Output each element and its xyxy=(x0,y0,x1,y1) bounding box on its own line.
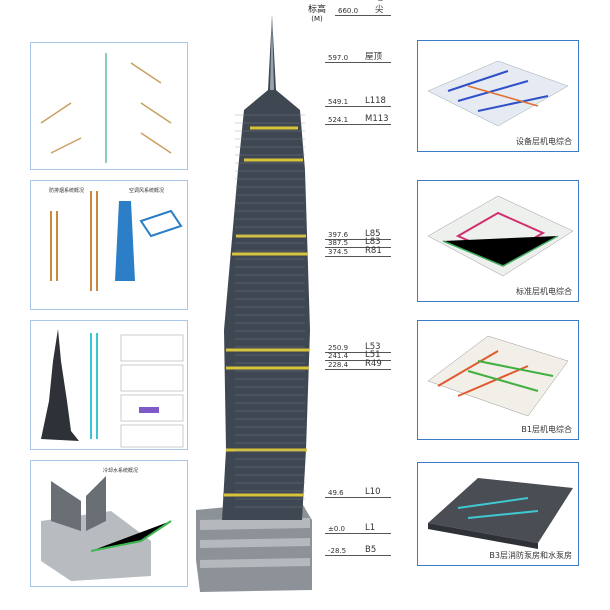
elevation-value: 387.5 xyxy=(328,239,349,247)
panel-title: 防排烟系统概况 xyxy=(49,188,85,194)
panel-caption: B3层消防泵房和水泵房 xyxy=(489,551,572,560)
elevation-marker: 241.4 L51 xyxy=(325,350,391,361)
elevation-marker: 524.1 M113 xyxy=(325,114,391,125)
right-panel-1: 设备层机电综合 xyxy=(417,40,579,152)
elevation-marker: 374.5 R81 xyxy=(325,246,391,257)
elevation-value: -28.5 xyxy=(328,547,347,555)
level-label: 塔尖 xyxy=(375,0,384,15)
elevation-value: 660.0 xyxy=(338,7,359,15)
level-label: M113 xyxy=(365,114,389,124)
right-panel-4: B3层消防泵房和水泵房 xyxy=(417,462,579,566)
level-label: R49 xyxy=(365,359,382,369)
elevation-value: 49.6 xyxy=(328,489,344,497)
elevation-marker: 228.4 R49 xyxy=(325,359,391,370)
elevation-value: ±0.0 xyxy=(328,525,345,533)
left-panel-2: 防排烟系统概况 空调风系统概况 xyxy=(30,180,188,310)
level-label: L51 xyxy=(365,350,381,360)
panel-title: 空调风系统概况 xyxy=(129,188,165,194)
panel-title: 冷却水系统概况 xyxy=(103,468,139,474)
elevation-marker: 397.6 L85 xyxy=(325,229,391,240)
elevation-value: 241.4 xyxy=(328,352,349,360)
tower-body xyxy=(222,15,310,520)
level-label: L83 xyxy=(365,237,381,247)
level-label: L85 xyxy=(365,229,381,239)
elevation-marker: 549.1 L118 xyxy=(325,96,391,107)
elevation-marker: 660.0 塔尖 xyxy=(335,0,391,16)
panel-caption: 标准层机电综合 xyxy=(516,287,572,296)
elevation-value: 524.1 xyxy=(328,116,349,124)
elevation-marker: 49.6 L10 xyxy=(325,487,391,498)
left-panel-4: 冷却水系统概况 xyxy=(30,460,188,587)
level-label: L1 xyxy=(365,523,376,533)
elevation-marker: -28.5 B5 xyxy=(325,545,391,556)
elevation-value: 549.1 xyxy=(328,98,349,106)
elevation-header: 标高 (M) xyxy=(308,6,326,24)
level-label: L53 xyxy=(365,342,381,352)
right-panel-3: B1层机电综合 xyxy=(417,320,579,440)
left-panel-3 xyxy=(30,320,188,450)
elevation-marker: 597.0 屋顶 xyxy=(325,52,391,63)
level-label: R81 xyxy=(365,246,382,256)
level-label: B5 xyxy=(365,545,377,555)
panel-caption: B1层机电综合 xyxy=(521,425,572,434)
elevation-marker: ±0.0 L1 xyxy=(325,523,391,534)
left-panel-1 xyxy=(30,42,188,170)
elevation-value: 397.6 xyxy=(328,231,349,239)
right-panel-2: 标准层机电综合 xyxy=(417,180,579,302)
header-label: 标高 xyxy=(308,5,327,15)
elevation-value: 374.5 xyxy=(328,248,349,256)
elevation-value: 597.0 xyxy=(328,54,349,62)
elevation-marker: 250.9 L53 xyxy=(325,342,391,353)
elevation-value: 228.4 xyxy=(328,361,349,369)
header-unit: (M) xyxy=(311,15,323,23)
elevation-value: 250.9 xyxy=(328,344,349,352)
elevation-marker: 387.5 L83 xyxy=(325,237,391,248)
level-label: L118 xyxy=(365,96,386,106)
panel-caption: 设备层机电综合 xyxy=(516,137,572,146)
level-label: L10 xyxy=(365,487,381,497)
level-label: 屋顶 xyxy=(365,52,383,62)
